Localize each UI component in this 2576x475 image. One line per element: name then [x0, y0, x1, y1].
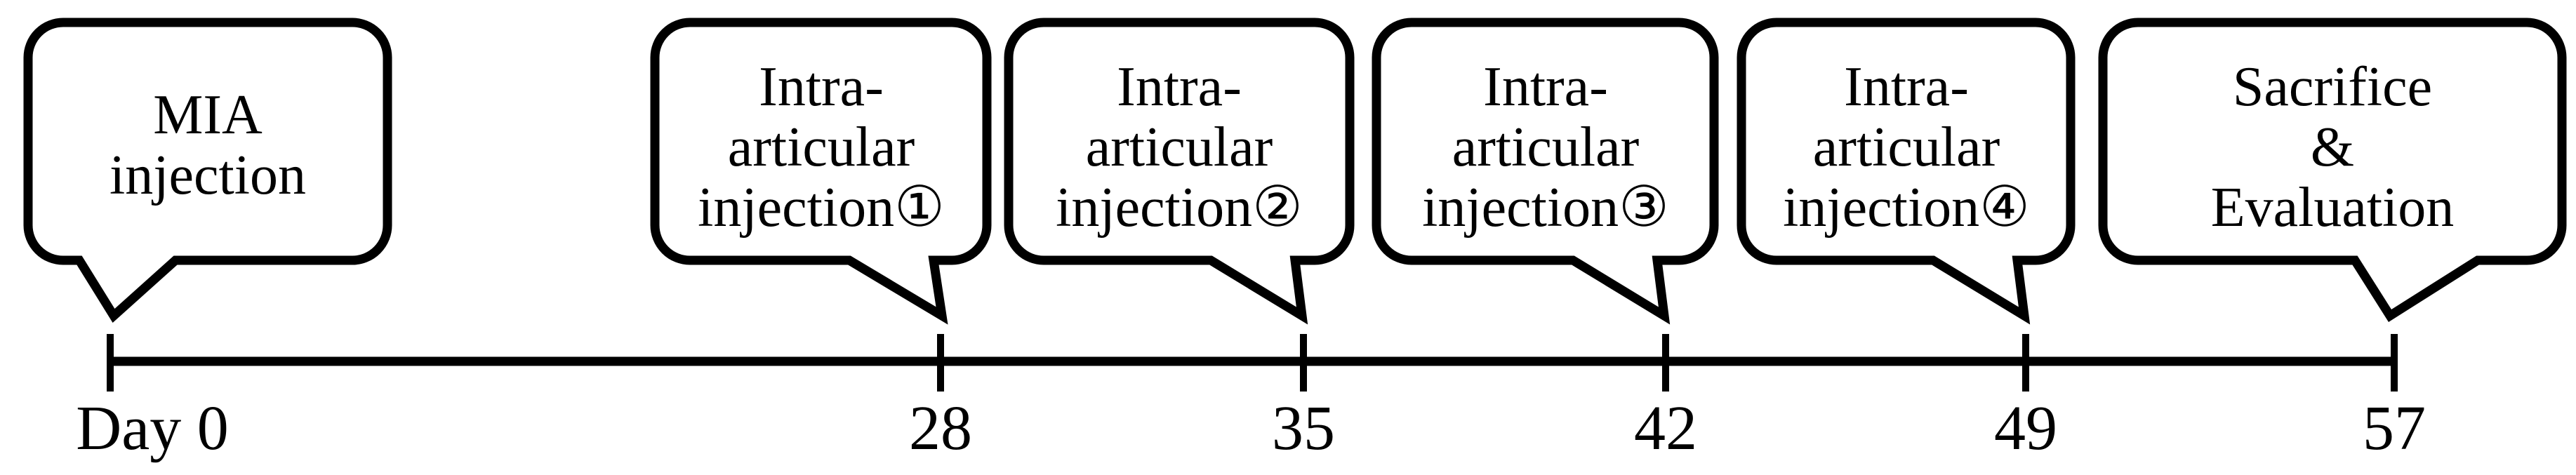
tick-label-day-49: 49 — [1994, 394, 2057, 463]
bubble-line: injection③ — [1422, 177, 1669, 239]
bubble-line: injection① — [698, 177, 945, 239]
speech-bubble-injection-2 — [1004, 18, 1355, 325]
bubble-line: articular — [1452, 116, 1639, 178]
bubble-labels: MIA injection Intra- articular injection… — [109, 56, 2454, 239]
bubble-line: Intra- — [1844, 56, 1969, 118]
bubble-line: articular — [1086, 116, 1273, 178]
bubble-line: injection④ — [1783, 177, 2030, 239]
tick-labels: Day 0 28 35 42 49 57 — [76, 394, 2426, 463]
bubble-line: Intra- — [759, 56, 884, 118]
speech-bubble-mia-injection — [23, 18, 392, 323]
tick-label-day-42: 42 — [1634, 394, 1697, 463]
bubble-line: injection — [109, 145, 306, 206]
speech-bubble-injection-3 — [1372, 18, 1719, 325]
bubble-line: Evaluation — [2211, 177, 2455, 239]
timeline-axis — [107, 334, 2398, 392]
speech-bubble-injection-4 — [1737, 18, 2076, 325]
tick-label-day-0: Day 0 — [76, 394, 228, 463]
speech-bubble-sacrifice-evaluation — [2098, 18, 2567, 322]
bubble-line: Intra- — [1483, 56, 1608, 118]
bubble-line: Sacrifice — [2233, 56, 2432, 118]
bubble-line: articular — [1813, 116, 2000, 178]
tick-label-day-28: 28 — [909, 394, 972, 463]
bubble-line: articular — [728, 116, 915, 178]
bubble-line: injection② — [1056, 177, 1303, 239]
bubble-line: Intra- — [1117, 56, 1242, 118]
bubble-line: MIA — [153, 84, 263, 146]
tick-label-day-57: 57 — [2363, 394, 2426, 463]
bubble-line: & — [2311, 116, 2354, 178]
callout-bubbles — [23, 18, 2567, 325]
speech-bubble-injection-1 — [650, 18, 992, 325]
tick-label-day-35: 35 — [1272, 394, 1335, 463]
